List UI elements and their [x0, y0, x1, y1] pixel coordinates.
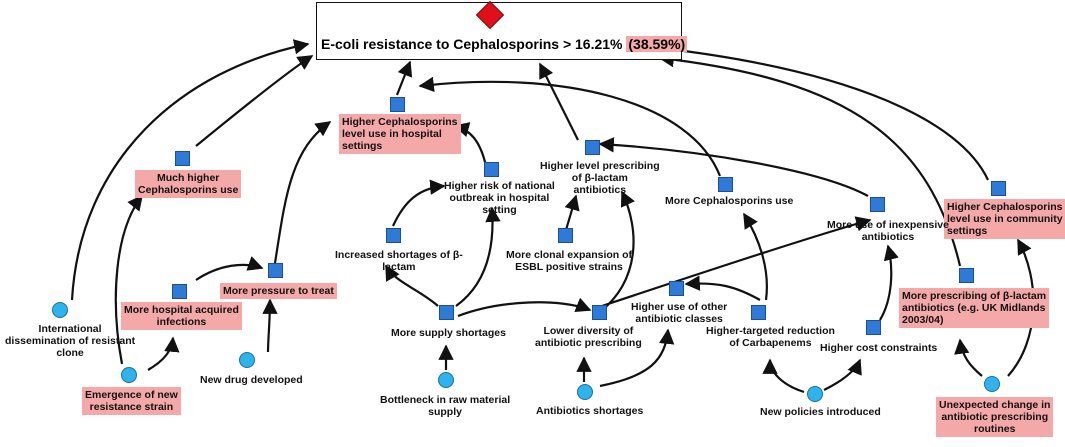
edge-supply-to-shortages: [385, 264, 439, 307]
node-higher-risk-outbreak: Higher risk of national outbreak in hosp…: [444, 180, 555, 216]
variable-square-icon: [484, 162, 499, 177]
variable-square-icon: [870, 197, 885, 212]
outcome-title-text: E-coli resistance to Cephalosporins > 16…: [321, 36, 623, 52]
edge-abshort-to-highuse: [599, 328, 675, 388]
node-unexpected-change: Unexpected change in antibiotic prescrib…: [936, 397, 1054, 437]
driver-circle-icon: [807, 386, 823, 402]
node-more-prescribing-uk: More prescribing of β-lactam antibiotics…: [899, 288, 1050, 328]
node-more-ceph-use: More Cephalosporins use: [665, 195, 794, 207]
edge-lowerdiv-to-levelpresc: [599, 190, 635, 313]
edge-unexpected-to-prescuk: [954, 338, 983, 377]
driver-circle-icon: [984, 376, 1000, 392]
variable-square-icon: [751, 305, 766, 320]
node-higher-ceph-hospital: Higher Cephalosporins level use in hospi…: [339, 114, 461, 154]
edge-hosp-acq-to-pressure: [195, 256, 264, 281]
variable-square-icon: [718, 177, 733, 192]
outcome-title: E-coli resistance to Cephalosporins > 16…: [321, 36, 688, 52]
node-much-higher-ceph: Much higher Cephalosporins use: [135, 170, 242, 198]
edge-muchhigher-to-outcome: [195, 55, 314, 147]
variable-square-icon: [585, 140, 600, 155]
variable-square-icon: [558, 228, 573, 243]
edge-supply-to-lowerdiv: [457, 297, 592, 318]
node-higher-cost: Higher cost constraints: [820, 342, 938, 354]
variable-square-icon: [268, 263, 283, 278]
node-more-pressure: More pressure to treat: [220, 283, 337, 299]
variable-square-icon: [991, 181, 1006, 196]
node-higher-level-prescribing: Higher level prescribing of β-lactam ant…: [540, 160, 660, 196]
driver-circle-icon: [577, 384, 593, 400]
node-new-drug: New drug developed: [200, 374, 303, 386]
node-bottleneck: Bottleneck in raw material supply: [380, 394, 511, 418]
node-higher-ceph-community: Higher Cephalosporins level use in commu…: [944, 199, 1065, 239]
driver-circle-icon: [52, 302, 68, 318]
variable-square-icon: [439, 305, 454, 320]
node-higher-targeted: Higher-targeted reduction of Carbapenems: [706, 325, 835, 349]
node-new-policies: New policies introduced: [760, 406, 881, 418]
variable-square-icon: [592, 305, 607, 320]
node-antibiotics-shortages: Antibiotics shortages: [536, 405, 644, 417]
node-lower-diversity: Lower diversity of antibiotic prescribin…: [535, 325, 642, 349]
node-international-dissemination: International dissemination of resistant…: [5, 323, 136, 359]
variable-square-icon: [172, 284, 187, 299]
edge-newdrug-to-pressure: [262, 298, 278, 353]
driver-circle-icon: [121, 367, 137, 383]
edge-lowerdiv-to-inexpensive: [601, 216, 872, 308]
node-more-hospital-acquired: More hospital acquired infections: [121, 302, 242, 330]
edge-pressure-to-ceph-hospital: [273, 121, 332, 264]
edge-morecephuse-to-ceph-hospital: [418, 76, 722, 177]
edge-international-to-outcome: [70, 39, 310, 301]
node-higher-use-other: Higher use of other antibiotic classes: [631, 301, 728, 325]
edge-emergence-to-hospacq: [147, 336, 180, 371]
edge-shortages-to-risk: [392, 179, 446, 227]
edge-targeted-to-morecephuse: [743, 212, 768, 301]
variable-square-icon: [175, 151, 190, 166]
variable-square-icon: [959, 268, 974, 283]
edge-ceph-hospital-to-outcome: [395, 60, 413, 96]
node-more-clonal: More clonal expansion of ESBL positive s…: [506, 249, 633, 273]
edge-inexpensive-to-levelpresc: [598, 137, 869, 197]
variable-square-icon: [390, 97, 405, 112]
edge-emergence-to-muchhigher: [114, 194, 143, 365]
edge-levelpresc-to-outcome: [539, 62, 579, 141]
variable-square-icon: [866, 320, 881, 335]
driver-circle-icon: [438, 372, 454, 388]
edge-clonal-to-levelpresc: [564, 194, 580, 231]
edge-targeted-to-highuse: [684, 275, 761, 301]
outcome-highlight: (38.59%): [626, 36, 688, 52]
edge-supply-to-risk: [455, 206, 501, 307]
node-more-supply-shortages: More supply shortages: [391, 327, 506, 339]
node-more-inexpensive: More use of inexpensive antibiotics: [827, 219, 949, 243]
driver-circle-icon: [239, 352, 255, 368]
edge-community-to-outcome: [658, 41, 989, 181]
edge-cost-to-inexpensive: [879, 244, 899, 321]
node-increased-shortages: Increased shortages of β- lactam: [335, 249, 463, 273]
variable-square-icon: [669, 281, 684, 296]
edge-policies-to-cost: [823, 358, 862, 391]
variable-square-icon: [386, 228, 401, 243]
node-emergence: Emergence of new resistance strain: [82, 387, 181, 415]
edge-policies-to-targeted: [762, 358, 805, 394]
